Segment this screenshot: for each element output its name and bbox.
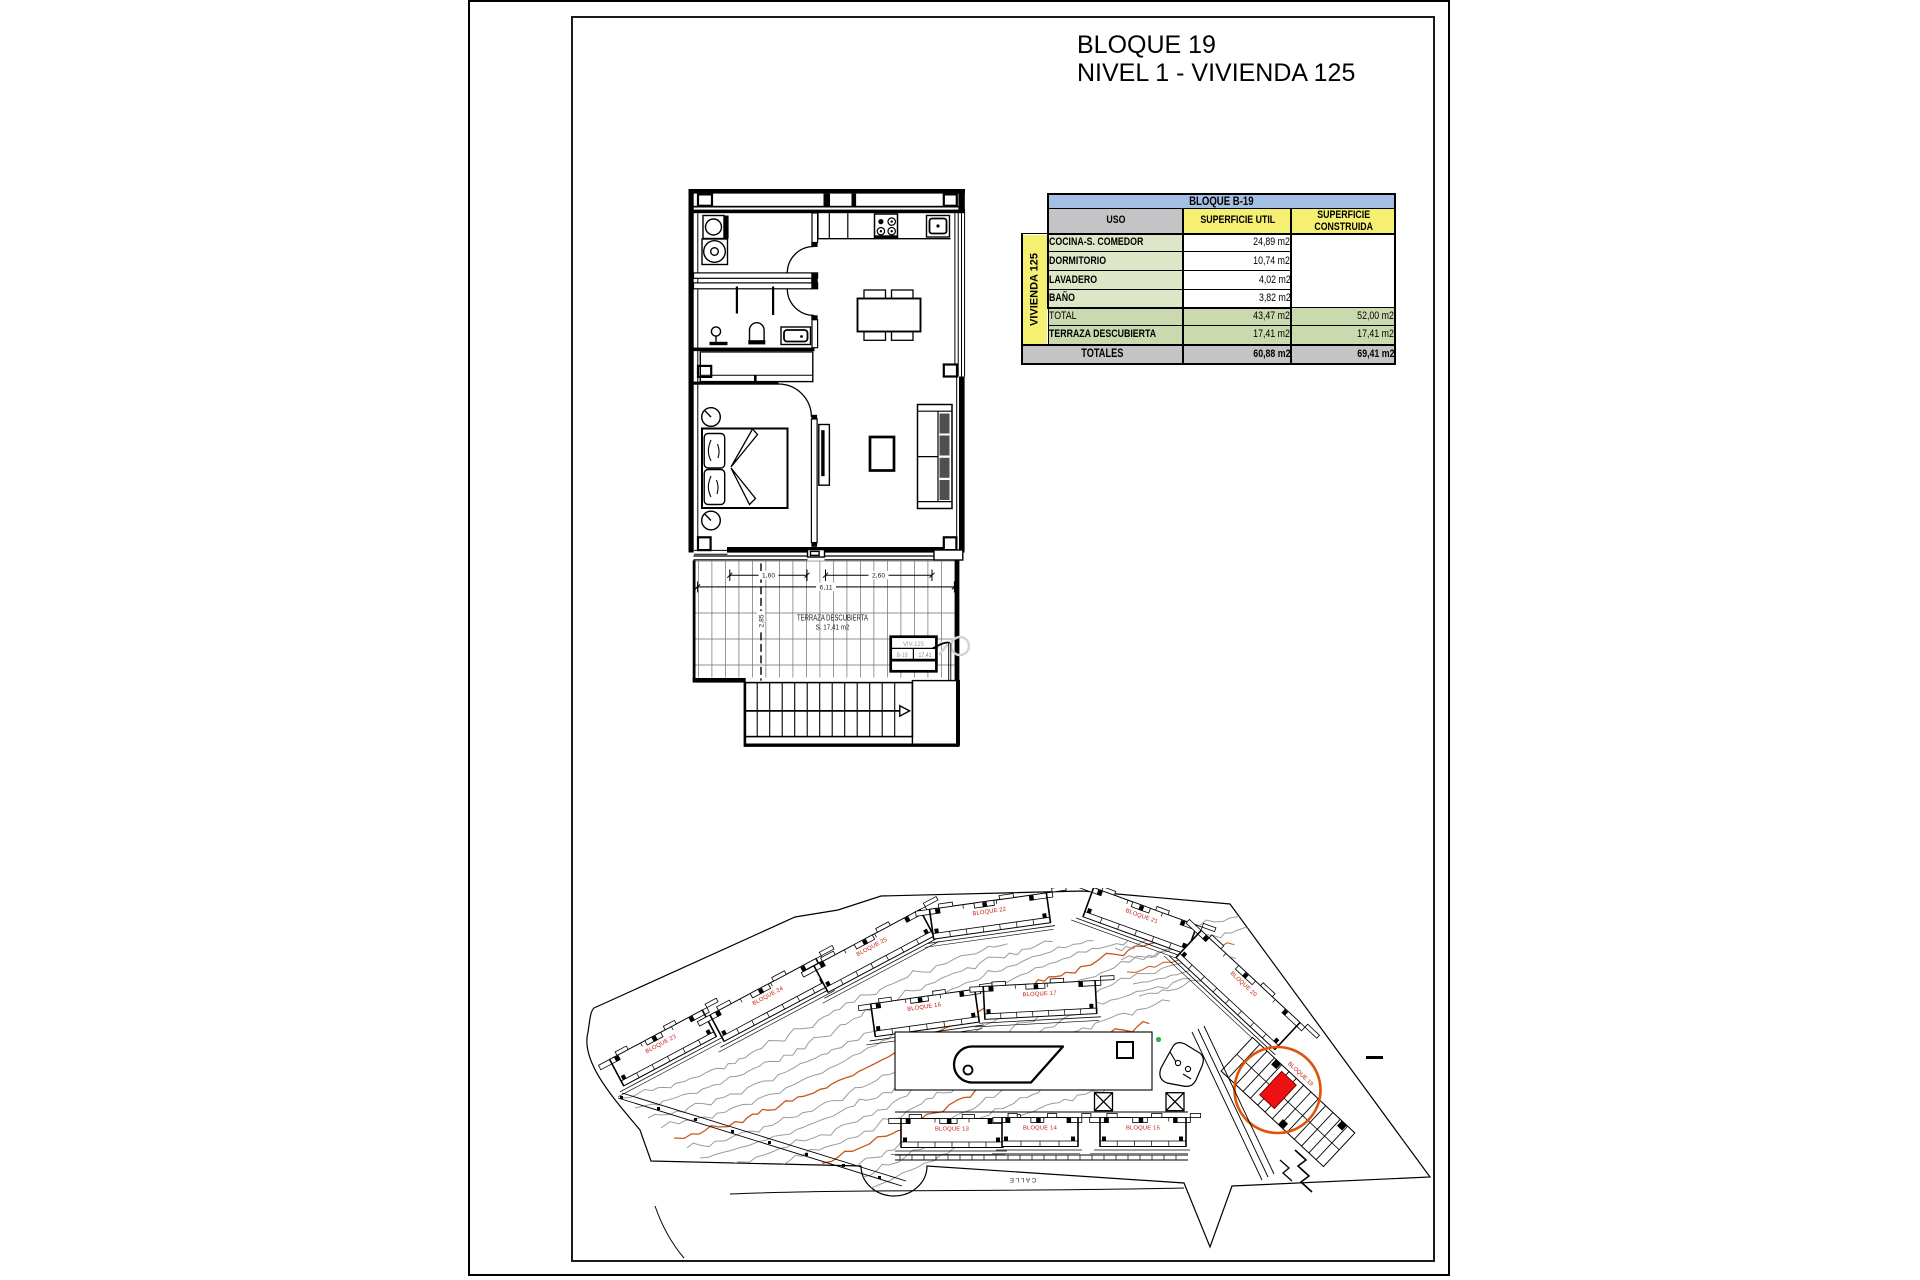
svg-text:BLOQUE 15: BLOQUE 15 [1126, 1126, 1160, 1132]
svg-text:B-19: B-19 [897, 652, 908, 659]
svg-text:BLOQUE 14: BLOQUE 14 [1023, 1126, 1058, 1132]
svg-text:VIV-125: VIV-125 [903, 641, 924, 648]
svg-text:1,60: 1,60 [762, 572, 775, 579]
svg-text:BLOQUE 17: BLOQUE 17 [1023, 991, 1057, 999]
svg-text:6,11: 6,11 [820, 584, 833, 591]
svg-text:2,60: 2,60 [872, 573, 885, 580]
svg-text:BLOQUE 16: BLOQUE 16 [907, 1002, 942, 1013]
svg-text:S. 17,41 m2: S. 17,41 m2 [816, 625, 850, 632]
svg-text:17,41: 17,41 [919, 652, 932, 659]
svg-text:2,85: 2,85 [758, 614, 765, 627]
svg-text:TERRAZA DESCUBIERTA: TERRAZA DESCUBIERTA [797, 614, 868, 623]
svg-text:BLOQUE 13: BLOQUE 13 [935, 1127, 969, 1133]
svg-text:C A L L E: C A L L E [1009, 1176, 1036, 1183]
svg-text:BLOQUE 22: BLOQUE 22 [972, 907, 1007, 918]
